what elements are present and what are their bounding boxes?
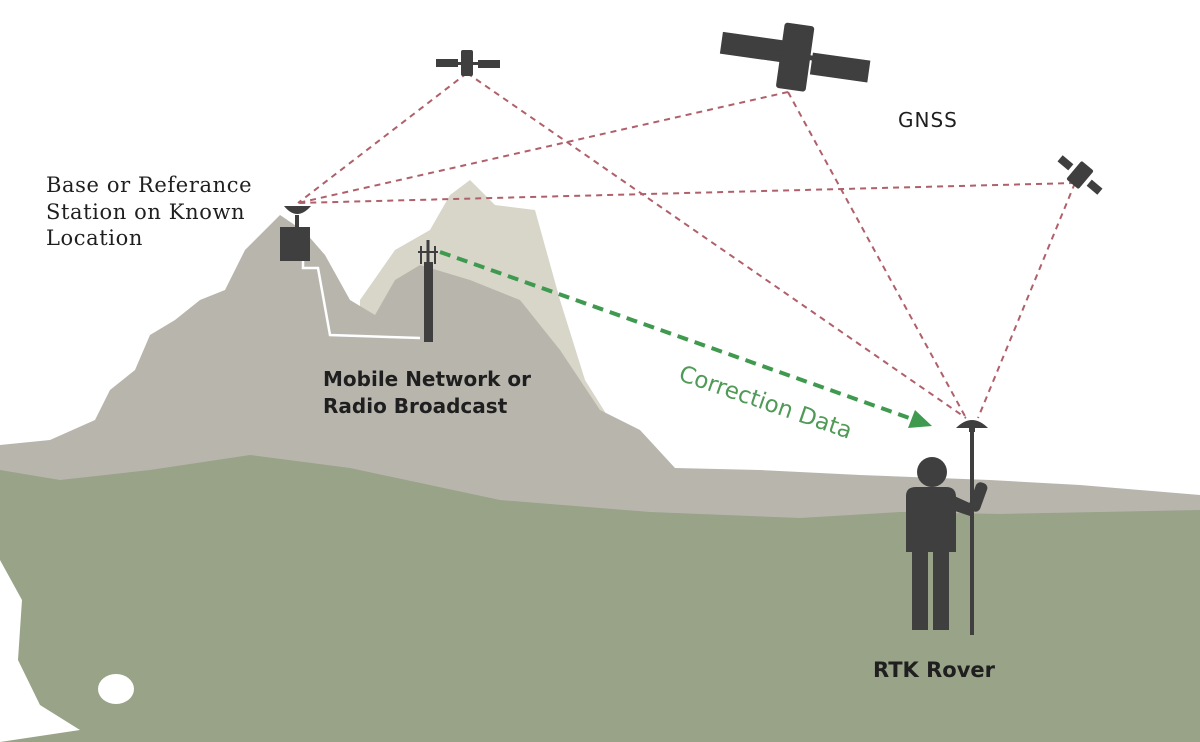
mobile-network-label-line1: Mobile Network or	[323, 367, 532, 391]
satellite-icon	[719, 22, 871, 92]
base-antenna-icon	[280, 206, 311, 261]
signal-sat3-rover	[977, 182, 1076, 419]
signal-sat3-base	[297, 182, 1076, 204]
mobile-network-label: Mobile Network or Radio Broadcast	[323, 366, 531, 420]
terrain	[0, 180, 1200, 742]
gnss-signals	[297, 72, 1076, 419]
correction-arrow	[439, 250, 932, 428]
signal-sat1-base	[297, 72, 468, 204]
signal-sat2-base	[297, 91, 789, 204]
mobile-network-label-line2: Radio Broadcast	[323, 394, 508, 418]
base-station-label-line1: Base or Referance	[46, 173, 253, 197]
base-station-label-line3: Location	[46, 226, 143, 250]
surveyor-icon	[906, 420, 988, 635]
base-station-label: Base or Referance Station on Known Locat…	[46, 172, 252, 252]
ground	[0, 455, 1200, 742]
snow-patch	[0, 560, 80, 742]
signal-sat1-rover	[466, 72, 967, 419]
base-station-label-line2: Station on Known	[46, 199, 246, 224]
gnss-label: GNSS	[898, 108, 958, 132]
signal-sat2-rover	[787, 91, 967, 419]
satellite-icon	[1057, 155, 1103, 195]
white-spot	[98, 674, 134, 704]
rtk-rover-label: RTK Rover	[873, 658, 996, 682]
satellite-icon	[436, 50, 500, 76]
cell-tower-icon	[418, 240, 438, 342]
cable	[301, 260, 421, 340]
